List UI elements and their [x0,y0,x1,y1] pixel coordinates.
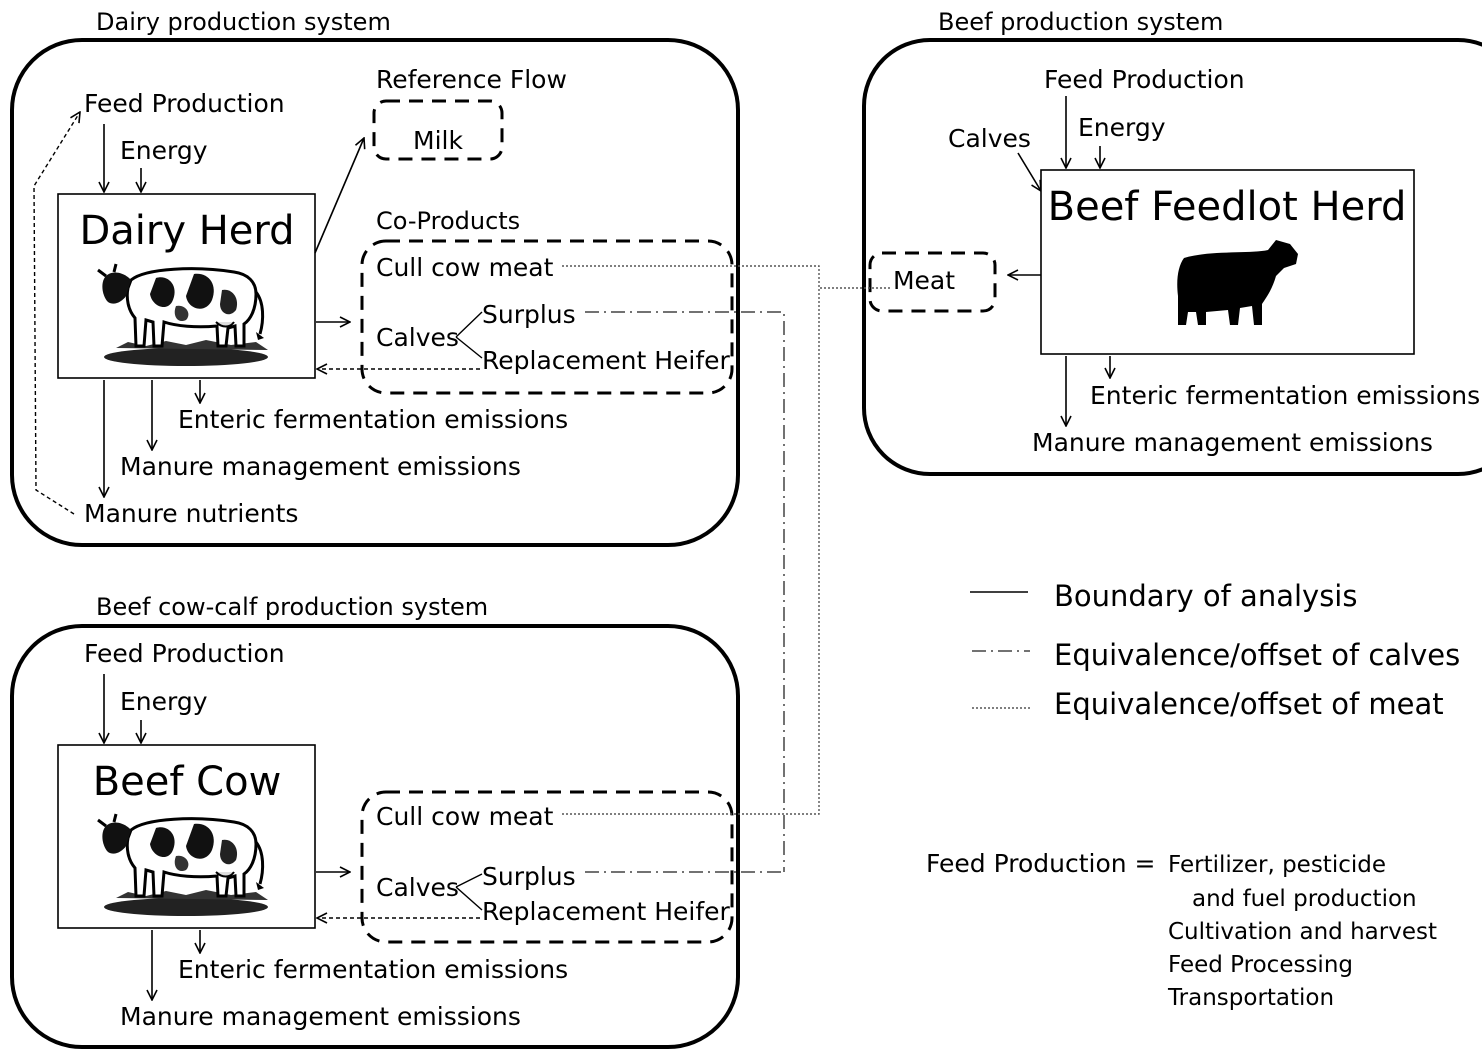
dairy-manure-nutrients: Manure nutrients [84,499,298,528]
dairy-system: Dairy production system Feed Production … [10,8,740,547]
legend: Boundary of analysis Equivalence/offset … [970,579,1460,721]
meat-box [868,251,997,313]
feed-definition-item: and fuel production [1192,886,1417,912]
beef-boundary [862,38,1482,476]
cow-calf-cull-meat-offset-line [562,288,820,815]
beef-steer-silhouette [1177,240,1298,325]
cow-calf-cull-cow-meat: Cull cow meat [376,802,554,831]
cow-calf-manure-mgmt-emissions: Manure management emissions [120,1002,521,1031]
beef-enteric-emissions: Enteric fermentation emissions [1090,381,1480,410]
dairy-system-title: Dairy production system [96,8,391,36]
dairy-manure-mgmt-emissions: Manure management emissions [120,452,521,481]
dairy-boundary [10,38,740,547]
dairy-replacement-heifer: Replacement Heifer [482,346,731,375]
milk-box [372,99,504,161]
beef-cow-label: Beef Cow [93,759,282,805]
cow-calf-surplus: Surplus [482,862,576,891]
feed-definition-item: Feed Processing [1168,952,1353,978]
beef-feedlot-herd-label: Beef Feedlot Herd [1048,184,1407,230]
milk-arrow [314,138,364,254]
cow-calf-system: Beef cow-calf production system Feed Pro… [10,593,740,1049]
reference-flow-label: Reference Flow [376,65,567,94]
calves-offset-connectors [585,311,785,873]
dairy-cull-meat-offset-line [562,265,892,289]
dairy-surplus: Surplus [482,300,576,329]
beef-calves-arrow [1017,152,1041,191]
feed-definition-item: Transportation [1167,985,1334,1011]
cow-calf-feed-production: Feed Production [84,639,285,668]
beef-system-title: Beef production system [938,8,1223,36]
legend-boundary-label: Boundary of analysis [1054,579,1357,613]
dairy-herd-label: Dairy Herd [79,208,294,254]
dairy-co-products-box [360,239,734,395]
dairy-surplus-calves-offset-line [585,311,785,872]
cow-calf-replacement-heifer: Replacement Heifer [482,897,731,926]
cow-calf-enteric-emissions: Enteric fermentation emissions [178,955,568,984]
dairy-enteric-emissions: Enteric fermentation emissions [178,405,568,434]
cow-calf-co-products-box [360,790,734,944]
cow-calf-calves-branch [455,873,483,911]
meat-label: Meat [893,266,955,295]
beef-energy: Energy [1078,113,1166,142]
dairy-energy: Energy [120,136,208,165]
milk-label: Milk [413,126,463,155]
feed-definition-label: Feed Production = [926,849,1156,878]
meat-offset-connectors [562,265,892,815]
dairy-cull-cow-meat: Cull cow meat [376,253,554,282]
legend-meat-label: Equivalence/offset of meat [1054,687,1444,721]
manure-to-feed-recycle-arrow [33,112,80,515]
dairy-calves-branch [455,311,483,359]
feed-production-definition: Feed Production = Fertilizer, pesticide … [926,849,1437,1011]
beef-manure-mgmt-emissions: Manure management emissions [1032,428,1433,457]
beef-feedlot-system: Beef production system Feed Production C… [862,8,1482,476]
cow-calf-calves: Calves [376,873,459,902]
beef-feed-production: Feed Production [1044,65,1245,94]
beef-calves: Calves [948,124,1031,153]
legend-calves-label: Equivalence/offset of calves [1054,638,1460,672]
dairy-co-products-label: Co-Products [376,207,520,235]
feed-definition-item: Cultivation and harvest [1168,919,1437,945]
dairy-calves: Calves [376,323,459,352]
feed-definition-item: Fertilizer, pesticide [1168,852,1386,878]
dairy-feed-production: Feed Production [84,89,285,118]
cow-calf-system-title: Beef cow-calf production system [96,593,488,621]
cow-calf-boundary [10,624,740,1049]
cow-calf-energy: Energy [120,687,208,716]
